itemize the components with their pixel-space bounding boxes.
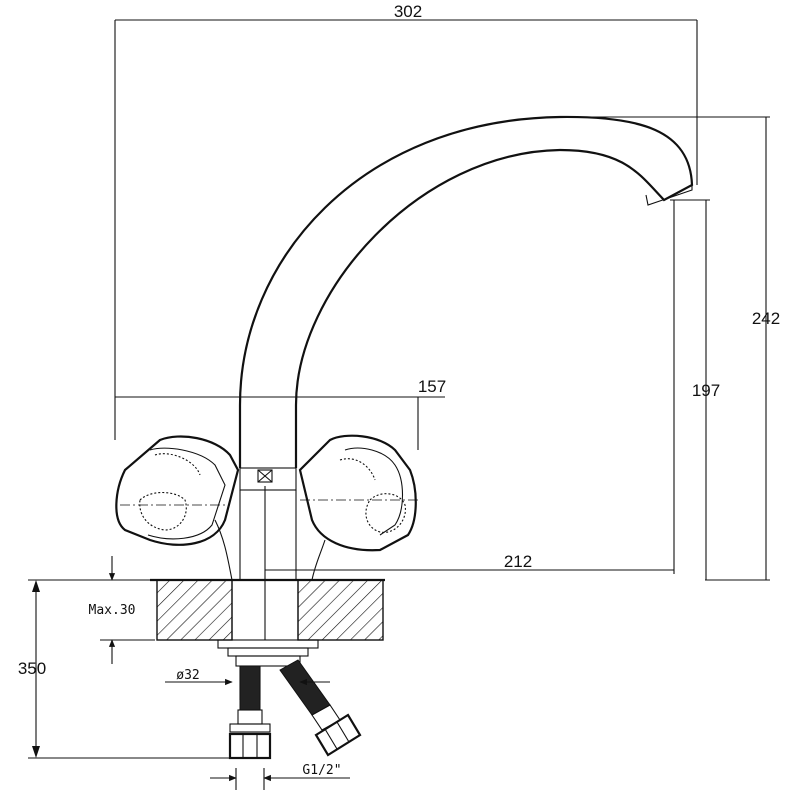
- countertop-section: [150, 578, 385, 641]
- spout-reach-label: 212: [504, 552, 532, 571]
- spout-height-label: 197: [692, 381, 720, 400]
- hose-length-label: 350: [18, 659, 46, 678]
- dimension-hose-length: 350: [18, 579, 230, 759]
- right-handle: [298, 434, 420, 581]
- overall-height-label: 242: [752, 309, 780, 328]
- overall-width-label: 302: [394, 2, 422, 21]
- handle-span-label: 157: [418, 377, 446, 396]
- dimension-spout-height: 197: [670, 199, 720, 580]
- dimension-spout-reach: 212: [264, 200, 675, 640]
- dimension-max-thickness: Max.30: [89, 556, 155, 664]
- max-thickness-label: Max.30: [89, 603, 136, 618]
- thread-size-label: G1/2": [302, 763, 341, 778]
- dimension-overall-height: 242: [590, 116, 780, 581]
- left-handle: [115, 435, 240, 581]
- dimension-hole-diameter: ø32: [165, 668, 330, 686]
- faucet-body: [239, 490, 297, 580]
- dimension-overall-width: 302: [114, 2, 698, 440]
- spout: [238, 115, 694, 491]
- dimension-thread: G1/2": [210, 763, 350, 790]
- dimension-handle-span: 157: [115, 377, 446, 450]
- hole-diameter-label: ø32: [176, 668, 199, 683]
- mounting-assembly: [217, 639, 362, 760]
